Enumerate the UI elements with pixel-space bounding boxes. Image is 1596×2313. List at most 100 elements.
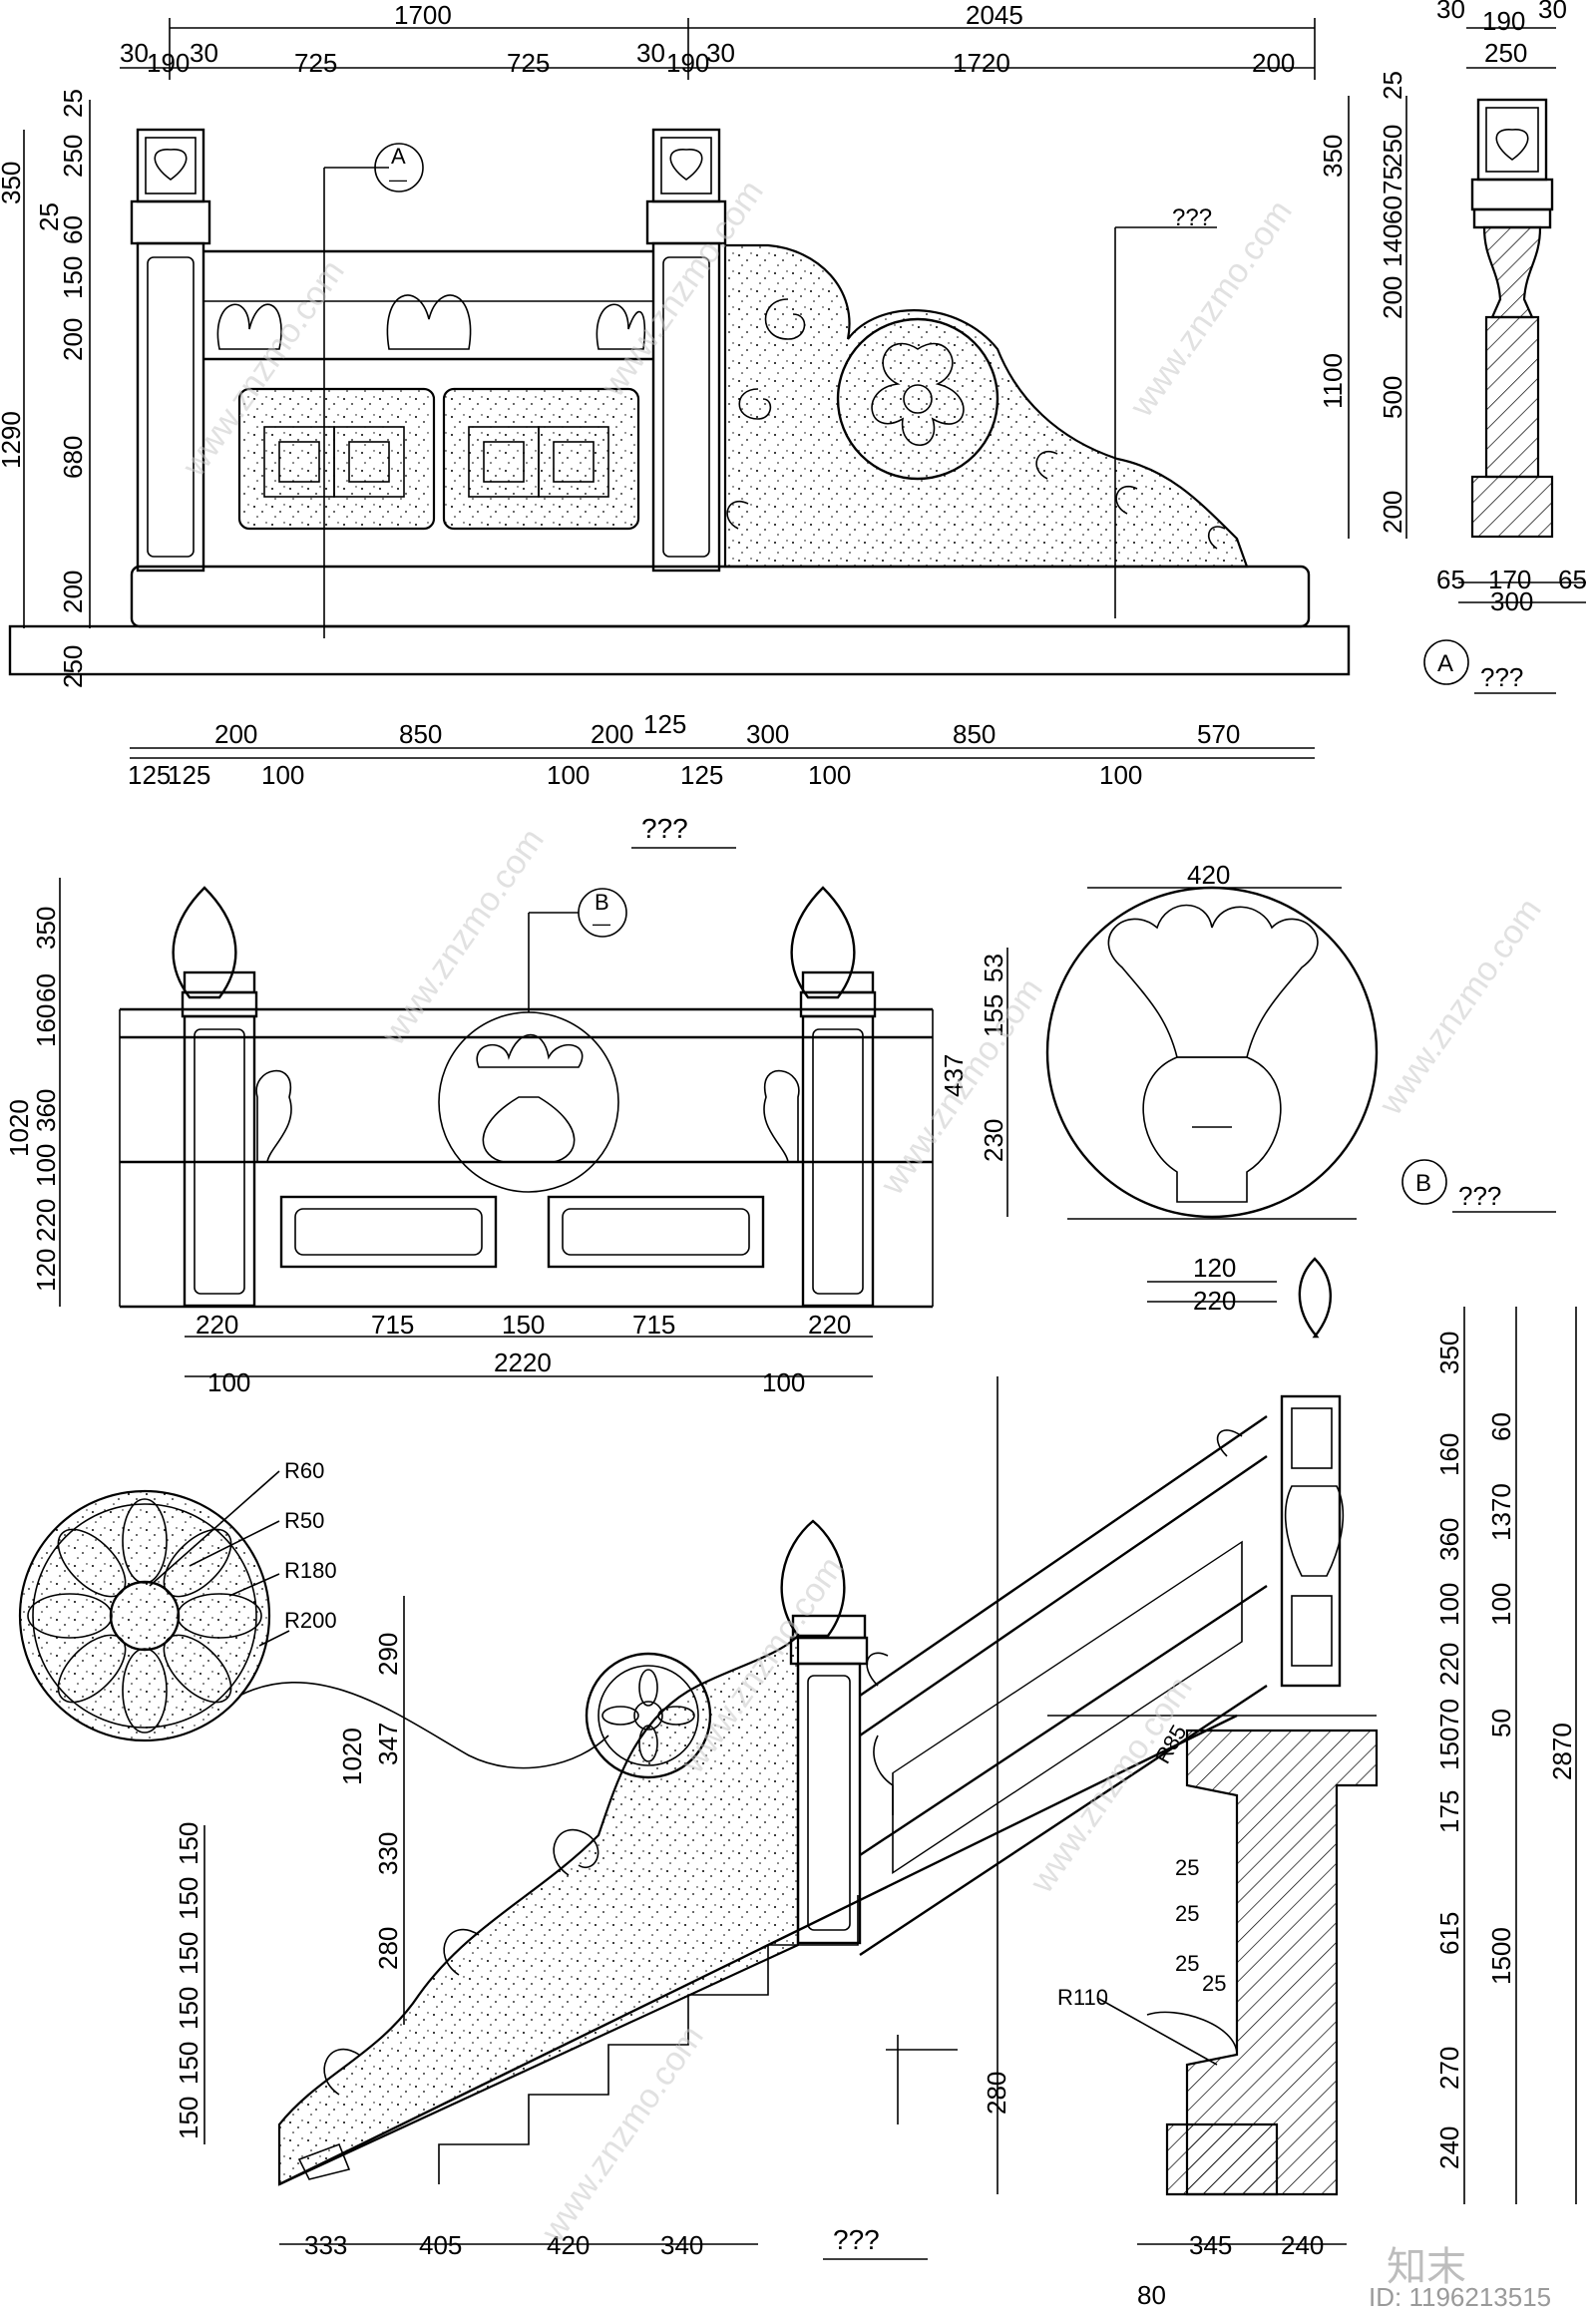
callout-a-circle	[374, 143, 424, 193]
dim-b-125: 125	[643, 709, 686, 739]
section-a-callout	[1423, 639, 1469, 685]
dim-190-a: 190	[147, 48, 190, 78]
me-dim-53: 53	[979, 954, 1008, 982]
dim-left-25a: 25	[58, 89, 88, 118]
note-right: ???	[1172, 204, 1212, 231]
dim-left-150: 150	[58, 256, 88, 299]
sa-dim-300: 300	[1490, 586, 1533, 616]
dim-30-a: 30	[120, 38, 149, 68]
dim-left-25b: 25	[34, 202, 64, 231]
sa-dim-350: 350	[1318, 135, 1348, 178]
ss-160: 160	[1434, 1433, 1464, 1476]
me-b-220b: 220	[808, 1310, 851, 1340]
me-dim-120: 120	[31, 1249, 61, 1292]
st-dim-330: 330	[373, 1832, 403, 1875]
sa-dim-65a: 65	[1436, 565, 1465, 594]
st-step-5: 150	[174, 2042, 203, 2085]
me-dim-437: 437	[939, 1054, 969, 1097]
dim-b-200b: 200	[591, 719, 633, 749]
post-middle	[645, 128, 727, 573]
radius-r50: R50	[284, 1508, 324, 1533]
fret-panel-right	[442, 387, 640, 531]
dim-b2-125: 125	[128, 760, 171, 790]
sd-25c: 25	[1175, 1951, 1199, 1976]
top-elevation: 1700 2045 30 190 30 725 725 30 190 30 17…	[0, 0, 1351, 849]
st-dim-280: 280	[373, 1927, 403, 1970]
st-b-405: 405	[419, 2230, 462, 2260]
top-elevation-caption: ???	[641, 813, 688, 844]
st-b-420: 420	[547, 2230, 590, 2260]
stair-section: R85 R110 25 25 25 25 350 160 360 100 220…	[1047, 1257, 1577, 2310]
baluster-vases	[255, 1069, 800, 1163]
st-b-333: 333	[304, 2230, 347, 2260]
ss-1370: 1370	[1486, 1483, 1516, 1541]
callout-b	[578, 888, 627, 938]
section-a-caption: ???	[1480, 662, 1523, 692]
dim-left-200: 200	[58, 318, 88, 361]
callout-a-label: A	[391, 144, 406, 169]
dim-b-570: 570	[1197, 719, 1240, 749]
fret-panel-left	[237, 387, 436, 531]
section-r110: R110	[1057, 1985, 1108, 2010]
dim-b2-100b: 100	[547, 760, 590, 790]
ss-615: 615	[1434, 1912, 1464, 1955]
me-b-220a: 220	[196, 1310, 238, 1340]
detail-b-callout	[1401, 1159, 1447, 1205]
dim-left-350: 350	[0, 162, 26, 204]
sa-dim-30b: 30	[1538, 0, 1567, 24]
dim-left-680: 680	[58, 436, 88, 479]
me-b-715a: 715	[371, 1310, 414, 1340]
sd-25d: 25	[1202, 1971, 1226, 1996]
dim-b-300: 300	[746, 719, 789, 749]
ss-175: 175	[1434, 1790, 1464, 1833]
middle-elevation: 350 1020 60 160 360 100 220 120	[4, 878, 1008, 1397]
lotus-ornaments-top	[216, 294, 646, 350]
callout-a-sub: —	[389, 170, 407, 190]
me-dim-60: 60	[31, 973, 61, 1002]
section-a-label: A	[1437, 650, 1453, 677]
stair-elevation: 290 347 1020 330 280 150 150 150 150 150…	[174, 1376, 1268, 2260]
detail-b-caption: ???	[1458, 1181, 1501, 1211]
finial-left	[172, 886, 258, 1018]
st-dim-step: 280	[982, 2072, 1011, 2115]
me-dim-1020: 1020	[4, 1099, 34, 1157]
db-dim-120: 120	[1193, 1253, 1236, 1283]
db-dim-220: 220	[1193, 1286, 1236, 1316]
dim-b-850b: 850	[953, 719, 996, 749]
dim-left-250b: 250	[58, 645, 88, 688]
dim-left-1290: 1290	[0, 411, 26, 469]
dim-b-200: 200	[214, 719, 257, 749]
dim-30-d: 30	[706, 38, 735, 68]
panels-lower	[279, 1195, 765, 1269]
ss-60: 60	[1486, 1412, 1516, 1441]
dim-725-a: 725	[294, 48, 337, 78]
radius-r200: R200	[284, 1608, 337, 1633]
ss-360: 360	[1434, 1518, 1464, 1561]
watermark-6: www.znzmo.com	[1372, 892, 1549, 1123]
st-step-1: 150	[174, 1822, 203, 1865]
sa-dim-30a: 30	[1436, 0, 1465, 24]
ss-350: 350	[1434, 1332, 1464, 1374]
sa-dim-75: 75	[1378, 166, 1407, 194]
sa-dim-60: 60	[1378, 195, 1407, 224]
st-step-6: 150	[174, 2097, 203, 2139]
sa-dim-190: 190	[1482, 6, 1525, 36]
base-curb	[130, 565, 1311, 628]
callout-b-label: B	[595, 890, 609, 915]
post-left	[130, 128, 211, 573]
drum-stone-end	[723, 243, 1249, 569]
ss-240: 240	[1434, 2126, 1464, 2169]
sa-dim-1100: 1100	[1318, 353, 1348, 409]
dim-725-b: 725	[507, 48, 550, 78]
dim-30-b: 30	[190, 38, 218, 68]
ss-100: 100	[1434, 1583, 1464, 1626]
st-dim-1020: 1020	[337, 1728, 367, 1785]
dim-top-2045: 2045	[966, 0, 1023, 30]
ss-220: 220	[1434, 1643, 1464, 1686]
st-b-340: 340	[660, 2230, 703, 2260]
stair-elevation-caption: ???	[833, 2224, 880, 2255]
ss-270: 270	[1434, 2047, 1464, 2090]
me-b-715b: 715	[632, 1310, 675, 1340]
dim-left-60: 60	[58, 215, 88, 244]
